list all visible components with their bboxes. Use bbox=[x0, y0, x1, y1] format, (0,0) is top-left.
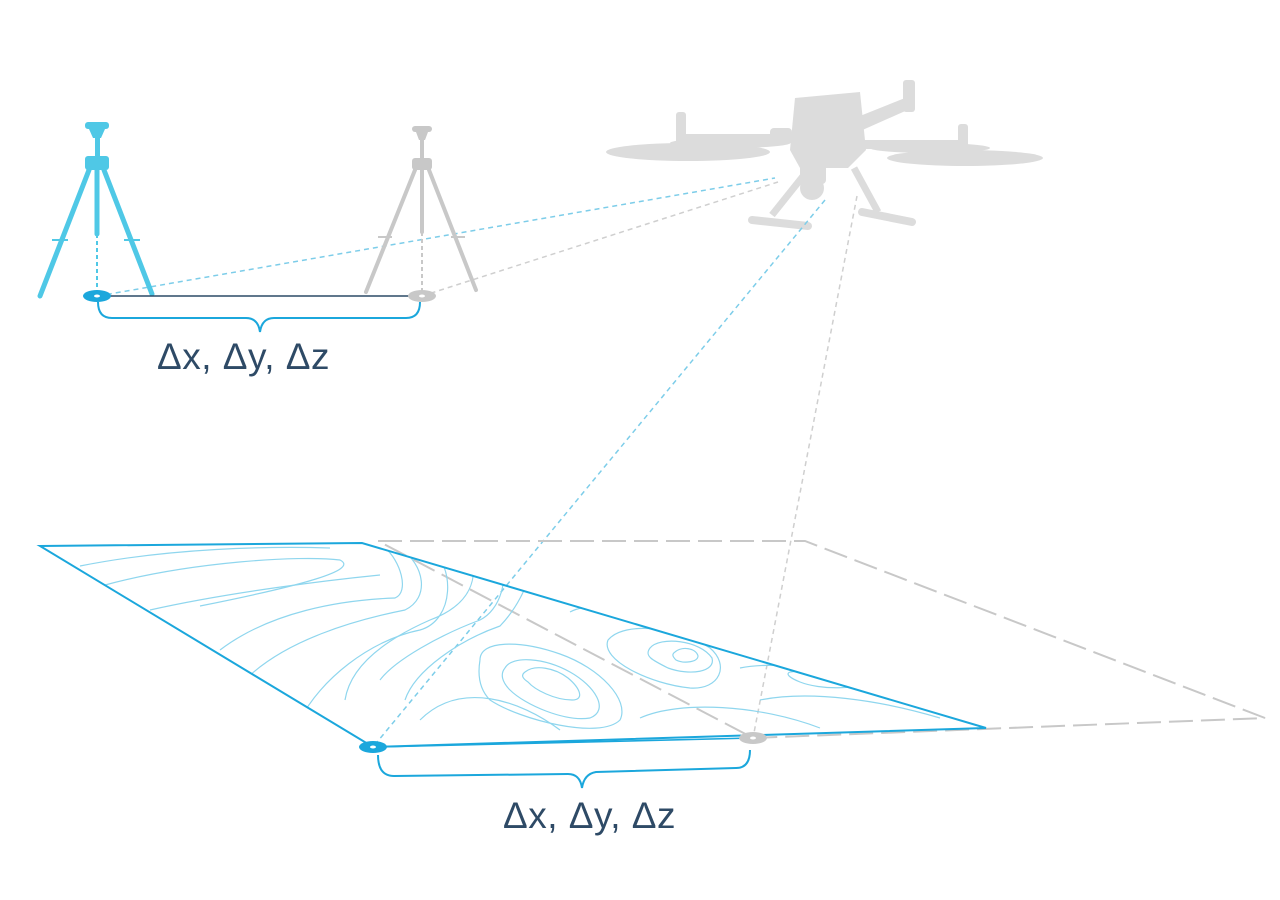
bottom-offset-brace bbox=[377, 749, 751, 789]
sight-line-base-to-drone bbox=[97, 177, 776, 297]
map-outline bbox=[36, 541, 987, 749]
gcp-marker-center bbox=[370, 745, 376, 749]
top-offset-label: Δx, Δy, Δz bbox=[157, 336, 331, 377]
contour-map bbox=[36, 540, 1266, 749]
sight-lines bbox=[97, 177, 858, 748]
sight-line-drone-to-ghost-gcp bbox=[752, 195, 858, 739]
bottom-baseline bbox=[372, 737, 754, 748]
top-offset-brace bbox=[97, 301, 421, 333]
drone-icon bbox=[606, 80, 1043, 230]
base-station-marker-center bbox=[94, 294, 100, 298]
bottom-offset-label: Δx, Δy, Δz bbox=[503, 795, 677, 836]
ghost-gnss-tripod-icon bbox=[364, 126, 478, 294]
ghost-gcp-marker-center bbox=[750, 736, 756, 740]
ghost-station-marker-center bbox=[419, 294, 425, 298]
sight-line-ghost-base-to-drone bbox=[421, 181, 779, 297]
gnss-tripod-icon bbox=[37, 122, 155, 299]
sight-line-drone-to-gcp bbox=[372, 199, 826, 748]
ghost-map-outline bbox=[377, 540, 1266, 740]
